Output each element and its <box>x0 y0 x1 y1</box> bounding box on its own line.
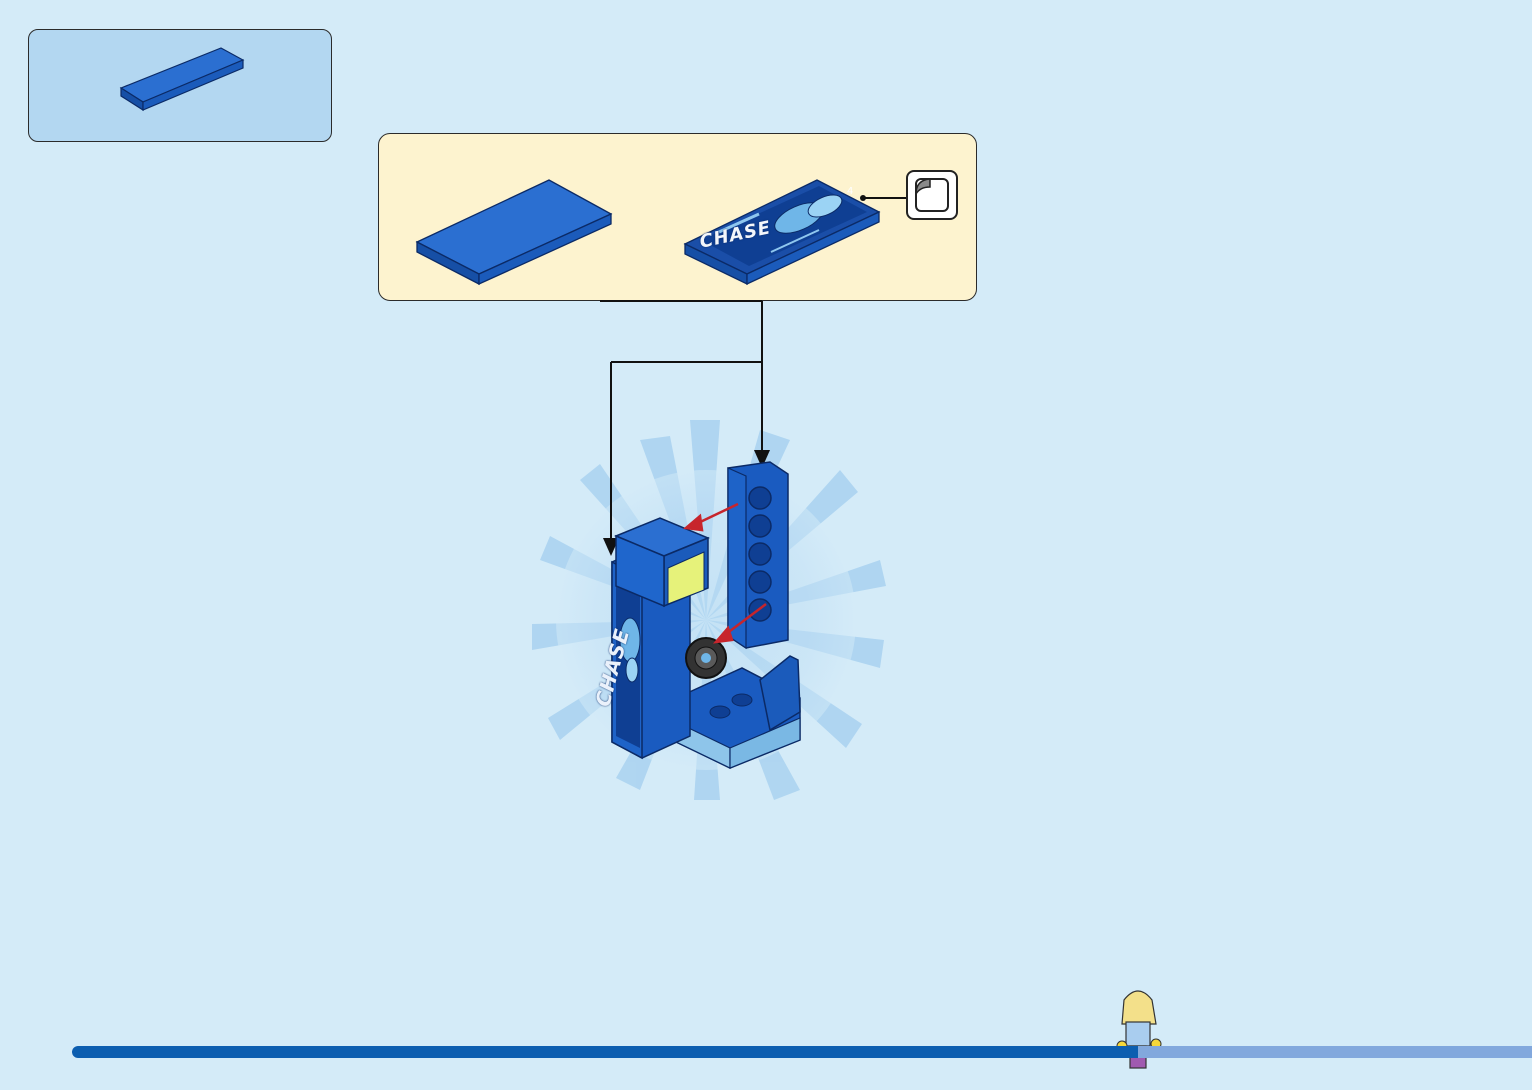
build-progress-fill <box>72 1046 1138 1058</box>
plate-1x6 <box>728 462 788 648</box>
build-progress-track <box>72 1046 1532 1058</box>
